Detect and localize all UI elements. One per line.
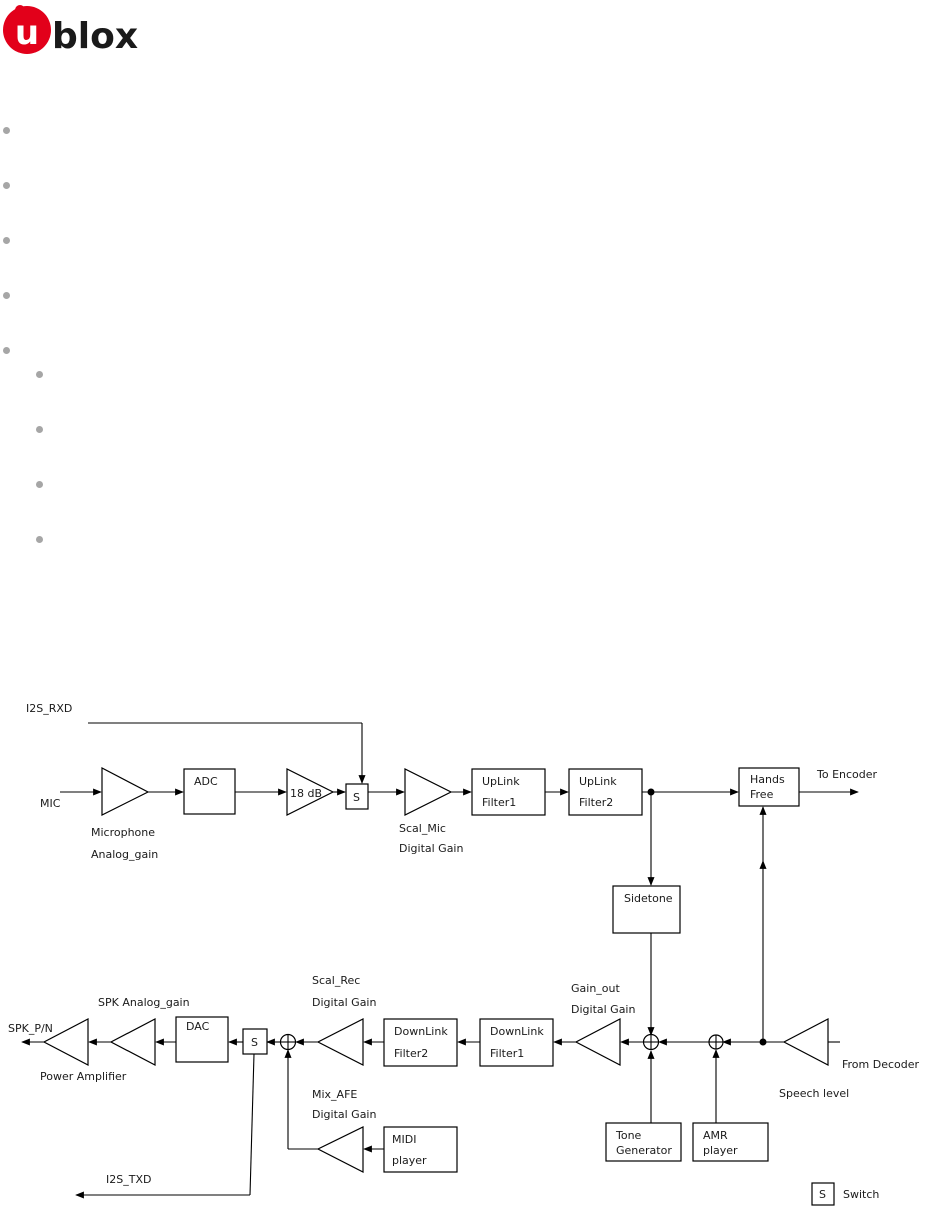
scal-rec-label-1: Scal_Rec <box>312 974 360 987</box>
mic-gain-label-1: Microphone <box>91 826 155 839</box>
bullet-5 <box>3 347 10 354</box>
audio-path-diagram: I2S_RXD MIC Microphone Analog_gain ADC 1… <box>8 702 920 1206</box>
gain-out-label-2: Digital Gain <box>571 1003 635 1016</box>
hands-free-label-1: Hands <box>750 773 785 786</box>
mic-gain-label-2: Analog_gain <box>91 848 158 861</box>
legend-s-label: S <box>819 1188 826 1201</box>
dac-label: DAC <box>186 1020 210 1033</box>
amr-player-label-1: AMR <box>703 1129 728 1142</box>
spk-analog-gain-amp <box>109 1018 156 1066</box>
scal-mic-label-2: Digital Gain <box>399 842 463 855</box>
mix-afe-label-1: Mix_AFE <box>312 1088 357 1101</box>
sub-bullet-3 <box>36 481 43 488</box>
midi-player-label-1: MIDI <box>392 1133 416 1146</box>
spk-pn-label: SPK_P/N <box>8 1022 53 1035</box>
adc-label: ADC <box>194 775 218 788</box>
hands-free-block <box>738 767 800 807</box>
tone-generator-block <box>605 1122 682 1162</box>
mic-label: MIC <box>40 797 61 810</box>
sidetone-block <box>612 885 681 934</box>
from-decoder-label: From Decoder <box>842 1058 920 1071</box>
amr-player-label-2: player <box>703 1144 738 1157</box>
speech-level-amp <box>782 1018 829 1066</box>
power-amplifier-label: Power Amplifier <box>40 1070 127 1083</box>
uplink-filter1-label-1: UpLink <box>482 775 520 788</box>
uplink-filter1-block <box>471 768 546 816</box>
sub-bullet-4 <box>36 536 43 543</box>
downlink-filter2-label-1: DownLink <box>394 1025 448 1038</box>
sub-bullet-2 <box>36 426 43 433</box>
bullet-2 <box>3 182 10 189</box>
i2s-txd-label: I2S_TXD <box>106 1173 151 1186</box>
logo-dot <box>15 5 25 15</box>
power-amplifier <box>42 1018 89 1066</box>
gain-out-amp <box>574 1018 621 1066</box>
spk-analog-gain-label: SPK Analog_gain <box>98 996 190 1009</box>
mix-afe-amp <box>316 1126 364 1173</box>
legend-switch-box <box>811 1182 835 1206</box>
gain-out-label-1: Gain_out <box>571 982 620 995</box>
mix-afe-label-2: Digital Gain <box>312 1108 376 1121</box>
tone-generator-label-2: Generator <box>616 1144 672 1157</box>
hands-free-label-2: Free <box>750 788 774 801</box>
downlink-filter1-block <box>479 1018 554 1067</box>
downlink-filter2-label-2: Filter2 <box>394 1047 428 1060</box>
bullet-1 <box>3 127 10 134</box>
uplink-filter1-label-2: Filter1 <box>482 796 516 809</box>
svg-text:u: u <box>15 13 39 53</box>
scal-rec-amp <box>316 1018 364 1066</box>
downlink-filter1-label-2: Filter1 <box>490 1047 524 1060</box>
adc-block <box>183 768 236 815</box>
bullet-4 <box>3 292 10 299</box>
to-encoder-label: To Encoder <box>816 768 878 781</box>
svg-text:blox: blox <box>52 16 138 57</box>
scal-mic-amp <box>404 768 453 816</box>
uplink-filter2-label-1: UpLink <box>579 775 617 788</box>
downlink-filter2-block <box>383 1018 458 1067</box>
downlink-filter1-label-1: DownLink <box>490 1025 544 1038</box>
line-switch-i2s-tx <box>249 1053 255 1196</box>
ublox-logo: u blox <box>3 5 138 57</box>
scal-mic-label-1: Scal_Mic <box>399 822 446 835</box>
speech-level-label: Speech level <box>779 1087 849 1100</box>
i2s-rxd-label: I2S_RXD <box>26 702 72 715</box>
sidetone-label: Sidetone <box>624 892 673 905</box>
uplink-filter2-block <box>568 768 643 816</box>
bullet-3 <box>3 237 10 244</box>
mic-analog-gain-amp <box>101 767 150 816</box>
switch-bottom-label: S <box>251 1036 258 1049</box>
gain-18db-label: 18 dB <box>290 787 322 800</box>
tone-generator-label-1: Tone <box>615 1129 642 1142</box>
amr-player-block <box>692 1122 769 1162</box>
switch-top <box>345 783 369 810</box>
logo-red-circle <box>3 6 51 54</box>
uplink-filter2-label-2: Filter2 <box>579 796 613 809</box>
dac-block <box>175 1016 229 1063</box>
gain-18db-amp <box>286 768 335 816</box>
legend-switch-label: Switch <box>843 1188 879 1201</box>
midi-player-label-2: player <box>392 1154 427 1167</box>
sub-bullet-1 <box>36 371 43 378</box>
scal-rec-label-2: Digital Gain <box>312 996 376 1009</box>
switch-top-label: S <box>353 791 360 804</box>
